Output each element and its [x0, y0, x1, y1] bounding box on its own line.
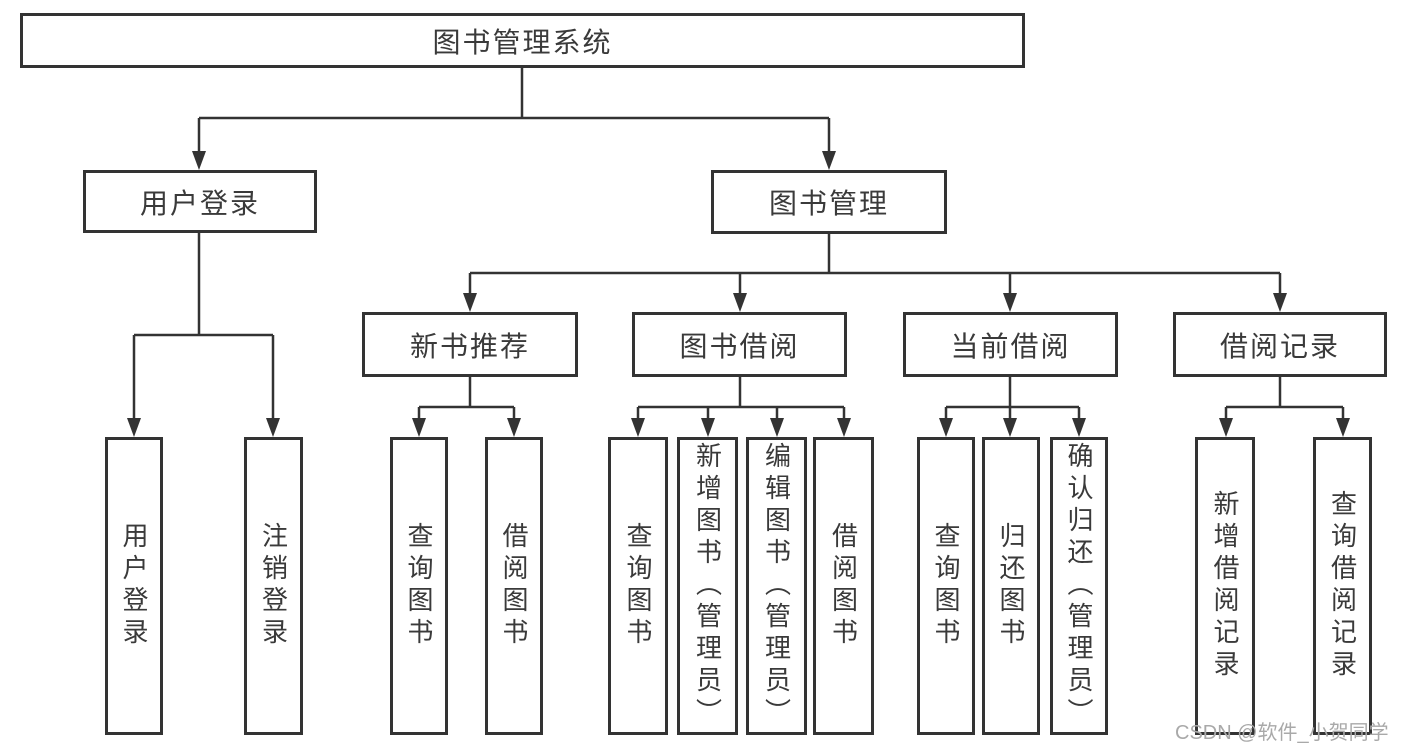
leaf-borrow-books-label: 借阅图书	[828, 522, 859, 650]
leaf-confirm-return-admin: 确认归还（管理员）	[1050, 437, 1108, 735]
leaf-borrow-books-recommend-label: 借阅图书	[499, 522, 529, 650]
arrow-down-icon	[192, 151, 206, 170]
arrow-down-icon	[822, 151, 836, 170]
arrow-down-icon	[1219, 418, 1233, 437]
watermark: CSDN @软件_小贺同学	[1175, 722, 1389, 744]
leaf-query-books-borrow: 查询图书	[608, 437, 668, 735]
arrow-down-icon	[1273, 293, 1287, 312]
arrow-down-icon	[837, 418, 851, 437]
arrow-down-icon	[939, 418, 953, 437]
node-new-book-recommend: 新书推荐	[362, 312, 578, 377]
leaf-logout-label: 注销登录	[258, 522, 289, 650]
node-current-borrow: 当前借阅	[903, 312, 1118, 377]
leaf-add-borrow-record-label: 新增借阅记录	[1210, 490, 1240, 682]
leaf-query-books-current-label: 查询图书	[931, 522, 961, 650]
leaf-edit-book-admin-label: 编辑图书（管理员）	[761, 442, 792, 730]
arrow-down-icon	[1003, 293, 1017, 312]
arrow-down-icon	[733, 293, 747, 312]
leaf-user-login: 用户登录	[105, 437, 163, 735]
arrow-down-icon	[701, 418, 715, 437]
node-borrow-records-label: 借阅记录	[1219, 330, 1340, 362]
node-user-login-label: 用户登录	[139, 187, 260, 219]
node-borrow-records: 借阅记录	[1173, 312, 1387, 377]
leaf-query-books-recommend-label: 查询图书	[404, 522, 434, 650]
node-root: 图书管理系统	[20, 13, 1025, 68]
arrow-down-icon	[1003, 418, 1017, 437]
leaf-logout: 注销登录	[244, 437, 303, 735]
arrow-down-icon	[631, 418, 645, 437]
node-user-login: 用户登录	[83, 170, 317, 233]
leaf-borrow-books: 借阅图书	[813, 437, 874, 735]
leaf-add-book-admin: 新增图书（管理员）	[677, 437, 738, 735]
node-book-management-label: 图书管理	[768, 188, 889, 219]
leaf-confirm-return-admin-label: 确认归还（管理员）	[1064, 442, 1094, 730]
leaf-query-books-current: 查询图书	[917, 437, 975, 735]
arrow-down-icon	[412, 418, 426, 437]
leaf-query-books-recommend: 查询图书	[390, 437, 448, 735]
leaf-return-book-label: 归还图书	[996, 522, 1026, 650]
leaf-user-login-label: 用户登录	[119, 522, 149, 650]
leaf-add-book-admin-label: 新增图书（管理员）	[692, 442, 723, 730]
leaf-edit-book-admin: 编辑图书（管理员）	[746, 437, 807, 735]
leaf-add-borrow-record: 新增借阅记录	[1195, 437, 1255, 735]
node-current-borrow-label: 当前借阅	[950, 330, 1071, 362]
leaf-return-book: 归还图书	[982, 437, 1040, 735]
leaf-query-borrow-record: 查询借阅记录	[1313, 437, 1372, 735]
node-book-management: 图书管理	[711, 170, 947, 234]
leaf-query-borrow-record-label: 查询借阅记录	[1327, 490, 1358, 682]
arrow-down-icon	[507, 418, 521, 437]
arrow-down-icon	[1336, 418, 1350, 437]
node-new-book-recommend-label: 新书推荐	[409, 330, 530, 362]
arrow-down-icon	[266, 418, 280, 437]
arrow-down-icon	[127, 418, 141, 437]
leaf-query-books-borrow-label: 查询图书	[623, 522, 653, 650]
arrow-down-icon	[1072, 418, 1086, 437]
arrowheads	[127, 151, 1350, 437]
node-root-label: 图书管理系统	[432, 26, 613, 58]
leaf-borrow-books-recommend: 借阅图书	[485, 437, 543, 735]
node-book-borrow-label: 图书借阅	[679, 330, 800, 362]
arrow-down-icon	[770, 418, 784, 437]
node-book-borrow: 图书借阅	[632, 312, 847, 377]
arrow-down-icon	[463, 293, 477, 312]
